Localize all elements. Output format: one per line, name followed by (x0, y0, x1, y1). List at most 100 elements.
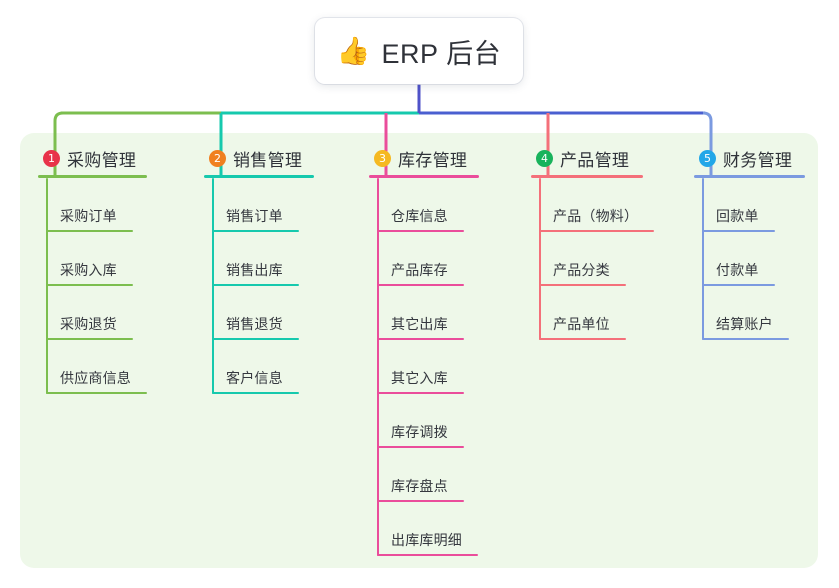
branch-rule (38, 175, 147, 178)
branch-spine (377, 178, 379, 556)
branch-item[interactable]: 回款单 (694, 178, 805, 232)
branch-item[interactable]: 其它出库 (369, 286, 479, 340)
branch-item-underline (539, 230, 654, 232)
branch-item[interactable]: 产品单位 (531, 286, 643, 340)
branch-item-underline (377, 230, 464, 232)
branch-rule (369, 175, 479, 178)
branch-item-underline (377, 446, 464, 448)
branch-item-underline (377, 392, 464, 394)
branch-item-list: 销售订单销售出库销售退货客户信息 (204, 178, 314, 394)
branch-item-underline (46, 338, 133, 340)
branch-item-label: 库存盘点 (391, 478, 448, 494)
bus-left-elbow (53, 111, 64, 122)
branch-item-label: 产品分类 (553, 262, 610, 278)
branch-item-underline (46, 392, 147, 394)
branch-item-list: 仓库信息产品库存其它出库其它入库库存调拨库存盘点出库库明细 (369, 178, 479, 556)
branch-spine (46, 178, 48, 394)
branch-title: 财务管理 (723, 150, 793, 170)
branch-item-label: 付款单 (716, 262, 759, 278)
branch-rule (531, 175, 643, 178)
branch-item[interactable]: 库存调拨 (369, 394, 479, 448)
branch-item[interactable]: 产品库存 (369, 232, 479, 286)
diagram-canvas (20, 133, 818, 568)
branch-item[interactable]: 采购退货 (38, 286, 147, 340)
branch-item-underline (377, 500, 464, 502)
branch-item-underline (377, 554, 478, 556)
branch-item-underline (46, 284, 133, 286)
branch-item[interactable]: 产品分类 (531, 232, 643, 286)
branch-item-label: 采购退货 (60, 316, 117, 332)
branch-rule (694, 175, 805, 178)
branch-header-1[interactable]: 1 采购管理 (38, 145, 147, 171)
branch-item[interactable]: 销售订单 (204, 178, 314, 232)
branch-item-label: 销售订单 (226, 208, 283, 224)
branch-1: 1 采购管理采购订单采购入库采购退货供应商信息 (38, 145, 147, 394)
branch-item-label: 回款单 (716, 208, 759, 224)
branch-item-underline (539, 338, 626, 340)
branch-item[interactable]: 仓库信息 (369, 178, 479, 232)
branch-item-label: 产品（物料） (553, 208, 639, 224)
branch-item[interactable]: 结算账户 (694, 286, 805, 340)
branch-item-label: 采购入库 (60, 262, 117, 278)
branch-item-label: 销售退货 (226, 316, 283, 332)
branch-3: 3 库存管理仓库信息产品库存其它出库其它入库库存调拨库存盘点出库库明细 (369, 145, 479, 556)
bus-right-elbow (702, 111, 713, 122)
branch-item-underline (46, 230, 133, 232)
branch-5: 5 财务管理回款单付款单结算账户 (694, 145, 805, 340)
branch-title: 销售管理 (233, 150, 303, 170)
branch-number-badge: 3 (374, 149, 391, 167)
branch-item[interactable]: 库存盘点 (369, 448, 479, 502)
branch-item-underline (212, 338, 299, 340)
branch-item[interactable]: 产品（物料） (531, 178, 654, 232)
branch-item[interactable]: 采购入库 (38, 232, 147, 286)
branch-item[interactable]: 销售出库 (204, 232, 314, 286)
branch-item-label: 其它入库 (391, 370, 448, 386)
branch-item-underline (702, 230, 775, 232)
branch-item-list: 回款单付款单结算账户 (694, 178, 805, 340)
branch-4: 4 产品管理产品（物料） 产品分类产品单位 (531, 145, 654, 340)
branch-item[interactable]: 出库库明细 (369, 502, 479, 556)
branch-2: 2 销售管理销售订单销售出库销售退货客户信息 (204, 145, 314, 394)
branch-item-label: 产品库存 (391, 262, 448, 278)
branch-header-3[interactable]: 3 库存管理 (369, 145, 479, 171)
root-node[interactable]: 👍 ERP 后台 (315, 18, 523, 84)
branch-header-4[interactable]: 4 产品管理 (531, 145, 643, 171)
branch-item-label: 产品单位 (553, 316, 610, 332)
branch-item-label: 库存调拨 (391, 424, 448, 440)
branch-number-badge: 2 (209, 149, 226, 167)
branch-title: 采购管理 (67, 150, 137, 170)
branch-item[interactable]: 采购订单 (38, 178, 147, 232)
branch-item-label: 供应商信息 (60, 370, 131, 386)
branch-item-underline (702, 284, 775, 286)
branch-item-label: 采购订单 (60, 208, 117, 224)
branch-item-underline (539, 284, 626, 286)
branch-item-underline (702, 338, 789, 340)
branch-item[interactable]: 其它入库 (369, 340, 479, 394)
branch-title: 产品管理 (560, 150, 630, 170)
branch-item-label: 销售出库 (226, 262, 283, 278)
branch-number-badge: 5 (699, 149, 716, 167)
branch-rule (204, 175, 314, 178)
branch-item[interactable]: 客户信息 (204, 340, 314, 394)
branch-spine (212, 178, 214, 394)
branch-spine (702, 178, 704, 340)
branch-item-label: 客户信息 (226, 370, 283, 386)
branch-title: 库存管理 (398, 150, 468, 170)
branch-item[interactable]: 销售退货 (204, 286, 314, 340)
branch-item-list: 产品（物料） 产品分类产品单位 (531, 178, 654, 340)
branch-header-2[interactable]: 2 销售管理 (204, 145, 314, 171)
branch-item-label: 出库库明细 (391, 532, 462, 548)
branch-header-5[interactable]: 5 财务管理 (694, 145, 805, 171)
branch-item-underline (377, 338, 464, 340)
branch-item-list: 采购订单采购入库采购退货供应商信息 (38, 178, 147, 394)
branch-item-label: 其它出库 (391, 316, 448, 332)
branch-number-badge: 1 (43, 149, 60, 167)
branch-number-badge: 4 (536, 149, 553, 167)
branch-spine (539, 178, 541, 340)
branch-item-underline (212, 392, 299, 394)
branch-item[interactable]: 供应商信息 (38, 340, 147, 394)
root-title: ERP 后台 (381, 38, 502, 69)
branch-item[interactable]: 付款单 (694, 232, 805, 286)
branch-item-underline (212, 230, 299, 232)
